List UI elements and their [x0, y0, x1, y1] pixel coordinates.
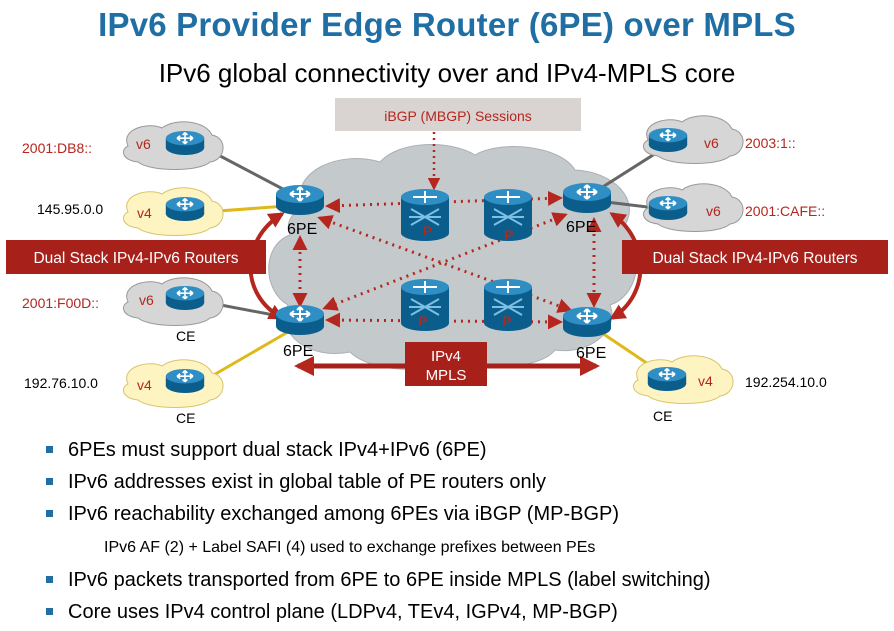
- dual-stack-left-label: Dual Stack IPv4-IPv6 Routers: [33, 250, 238, 267]
- bullet-item: IPv6 reachability exchanged among 6PEs v…: [46, 501, 619, 533]
- v4-tag-left-bottom: v4: [137, 377, 152, 393]
- ce-site-left-bottom: v6: [122, 277, 224, 326]
- pe-router-top-left: [275, 184, 325, 216]
- bullet-list: 6PEs must support dual stack IPv4+IPv6 (…: [46, 437, 619, 533]
- ce-site-right-top-b: v6: [642, 183, 744, 232]
- v6-tag-right-top-a: v6: [704, 135, 719, 151]
- pe-router-top-right: [562, 182, 612, 214]
- page-title: IPv6 Provider Edge Router (6PE) over MPL…: [98, 6, 796, 43]
- pe-label-bottom-right: 6PE: [576, 345, 606, 362]
- prefix-left-bottom-v6: 2001:F00D::: [22, 295, 99, 311]
- v6-tag-left-bottom: v6: [139, 292, 154, 308]
- prefix-right-bottom-v4: 192.254.10.0: [745, 374, 827, 390]
- pe-router-bottom-right: [562, 306, 612, 338]
- bullet-text: Core uses IPv4 control plane (LDPv4, TEv…: [68, 601, 618, 623]
- bullet-item: IPv6 addresses exist in global table of …: [46, 469, 619, 501]
- p-label-3: P: [418, 313, 427, 329]
- ce-site-left-v4-bottom: v4: [122, 359, 224, 408]
- ce-site-right-top-a: v6: [642, 115, 744, 164]
- bullet-list-2: IPv6 packets transported from 6PE to 6PE…: [46, 567, 711, 631]
- bullet-marker: [46, 478, 53, 485]
- v6-tag-right-top-b: v6: [706, 203, 721, 219]
- ibgp-label: iBGP (MBGP) Sessions: [384, 108, 532, 124]
- ce-label-left-v4: CE: [176, 410, 195, 426]
- ce-site-left-v4-top: v4: [122, 187, 224, 236]
- ce-site-left-top: v6: [122, 121, 224, 170]
- prefix-right-top-v6-b: 2001:CAFE::: [745, 203, 825, 219]
- bullet-text: 6PEs must support dual stack IPv4+IPv6 (…: [68, 439, 487, 461]
- p-label-1: P: [423, 223, 432, 239]
- p-label-2: P: [504, 227, 513, 243]
- page-subtitle: IPv6 global connectivity over and IPv4-M…: [158, 58, 736, 88]
- p-label-4: P: [502, 313, 511, 329]
- bullet-marker: [46, 608, 53, 615]
- v4-tag-right-bottom: v4: [698, 373, 713, 389]
- ce-label-right-bottom: CE: [653, 408, 672, 424]
- prefix-right-top-v6-a: 2003:1::: [745, 135, 796, 151]
- dual-stack-left-box: [6, 240, 266, 274]
- sub-bullet-text: IPv6 AF (2) + Label SAFI (4) used to exc…: [104, 539, 596, 556]
- bullet-marker: [46, 510, 53, 517]
- pe-label-top-left: 6PE: [287, 221, 317, 238]
- prefix-left-bottom-v4: 192.76.10.0: [24, 375, 98, 391]
- bullet-item: IPv6 packets transported from 6PE to 6PE…: [46, 567, 711, 599]
- dual-stack-right-box: [622, 240, 888, 274]
- pe-label-bottom-left: 6PE: [283, 343, 313, 360]
- pe-label-top-right: 6PE: [566, 219, 596, 236]
- bullet-text: IPv6 packets transported from 6PE to 6PE…: [68, 569, 711, 591]
- bullet-text: IPv6 addresses exist in global table of …: [68, 471, 547, 493]
- ce-label-left-bottom: CE: [176, 328, 195, 344]
- prefix-left-top-v4: 145.95.0.0: [37, 201, 103, 217]
- ipv4-label: IPv4: [431, 348, 461, 365]
- dual-stack-right-label: Dual Stack IPv4-IPv6 Routers: [652, 250, 857, 267]
- bullet-marker: [46, 446, 53, 453]
- bullet-marker: [46, 576, 53, 583]
- v6-tag-left-top: v6: [136, 136, 151, 152]
- ce-site-right-bottom: v4: [632, 355, 734, 404]
- ibgp-label-box: [335, 98, 581, 131]
- ipv4-mpls-box: [405, 342, 487, 386]
- pe-router-bottom-left: [275, 304, 325, 336]
- prefix-left-top-v6: 2001:DB8::: [22, 140, 92, 156]
- mpls-label: MPLS: [426, 367, 467, 384]
- bullet-item: 6PEs must support dual stack IPv4+IPv6 (…: [46, 437, 619, 469]
- bullet-item: Core uses IPv4 control plane (LDPv4, TEv…: [46, 599, 711, 631]
- v4-tag-left-top: v4: [137, 205, 152, 221]
- bullet-text: IPv6 reachability exchanged among 6PEs v…: [68, 503, 619, 525]
